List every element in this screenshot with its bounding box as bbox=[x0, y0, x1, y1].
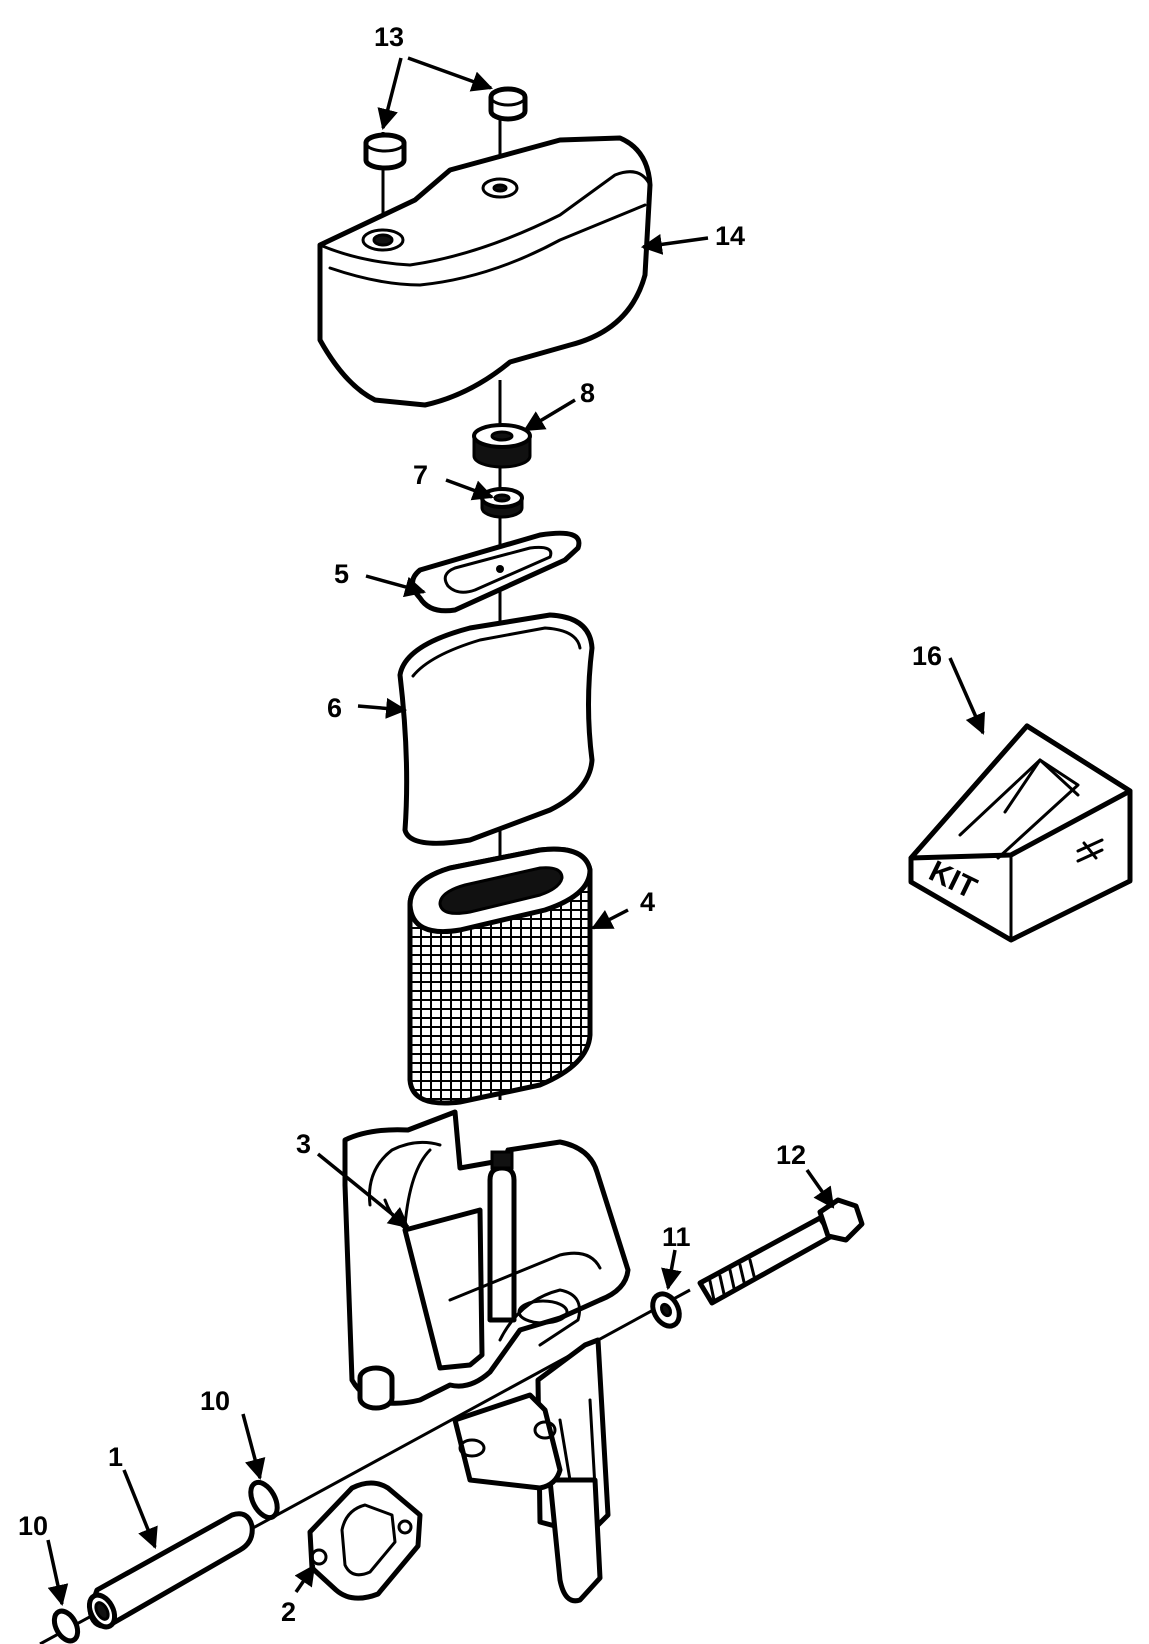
callout-6: 6 bbox=[327, 693, 342, 723]
callout-13: 13 bbox=[374, 22, 404, 52]
callout-10-lower: 10 bbox=[18, 1511, 48, 1541]
callout-5: 5 bbox=[334, 559, 349, 589]
gasket bbox=[410, 530, 582, 614]
callout-4: 4 bbox=[640, 887, 655, 917]
callout-1: 1 bbox=[108, 1442, 123, 1472]
pre-cleaner-sleeve bbox=[397, 612, 595, 846]
air-cleaner-cover bbox=[317, 135, 653, 408]
callout-8: 8 bbox=[580, 378, 595, 408]
kit-box: KIT bbox=[908, 723, 1133, 943]
callout-14: 14 bbox=[715, 221, 745, 251]
adapter-gasket bbox=[307, 1480, 423, 1601]
flat-washer bbox=[650, 1291, 682, 1329]
leader-lines bbox=[46, 56, 985, 1607]
callout-12: 12 bbox=[776, 1140, 806, 1170]
knob-cap-right bbox=[488, 86, 528, 122]
hose-clamp-upper bbox=[248, 1479, 280, 1521]
air-cleaner-base bbox=[342, 1109, 631, 1604]
tube bbox=[86, 1511, 255, 1630]
hex-bolt bbox=[697, 1197, 865, 1306]
callout-16: 16 bbox=[912, 641, 942, 671]
callout-10-upper: 10 bbox=[200, 1386, 230, 1416]
callout-11: 11 bbox=[662, 1222, 691, 1252]
hose-clamp-lower bbox=[51, 1608, 81, 1644]
filter-element bbox=[407, 846, 593, 1106]
wing-nut bbox=[472, 423, 532, 469]
callout-7: 7 bbox=[413, 460, 428, 490]
callout-2: 2 bbox=[281, 1597, 296, 1627]
knob-cap-left bbox=[363, 132, 407, 171]
seal-washer bbox=[480, 487, 524, 519]
callout-3: 3 bbox=[296, 1129, 311, 1159]
